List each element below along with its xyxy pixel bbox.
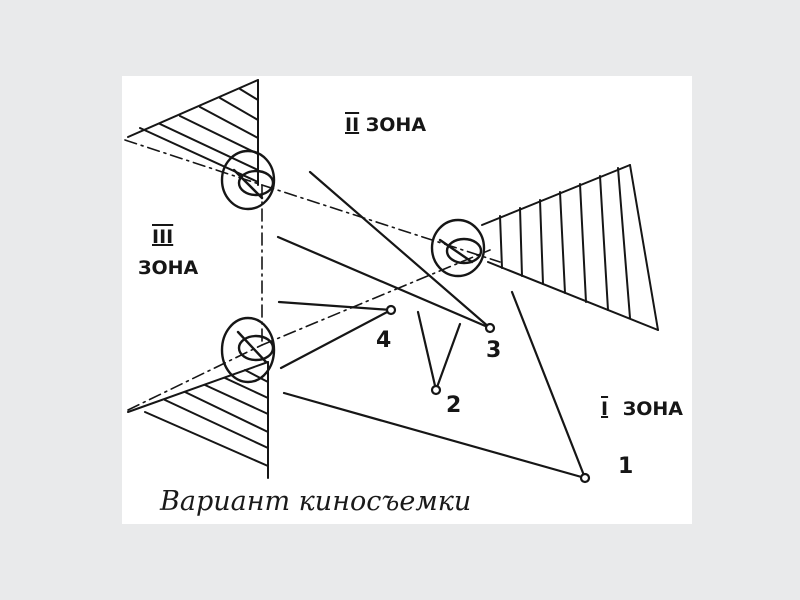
hatched-sector-right [481, 164, 659, 331]
camera-position-4-label: 4 [376, 328, 392, 353]
camera-2-sightlines [416, 310, 462, 396]
hatched-sector-bottom-left [127, 361, 269, 479]
zone-iii-word: ЗОНА [138, 257, 199, 279]
zone-ii-numeral: II [345, 114, 360, 136]
zone-iii-label: III ЗОНА [138, 228, 198, 278]
camera-position-2-label: 2 [446, 393, 462, 418]
camera-1-sightlines [282, 290, 591, 484]
zone-ii-label: II ЗОНА [345, 116, 426, 135]
zone-i-label: I ЗОНА [601, 400, 683, 419]
figure-caption: Вариант киносъемки [160, 486, 472, 517]
zone-iii-numeral: III [152, 226, 174, 248]
zone-i-word: ЗОНА [622, 398, 683, 420]
camera-position-1-label: 1 [618, 454, 634, 479]
camera-4-sightlines [277, 300, 397, 370]
actor-figure-icon [220, 149, 276, 211]
actor-figure-icon [430, 218, 486, 278]
actor-figure-icon [220, 316, 276, 384]
hatched-sector-top-left [127, 79, 259, 186]
camera-position-3-label: 3 [486, 338, 502, 363]
zone-ii-word: ЗОНА [365, 114, 427, 136]
camera-3-sightlines [276, 170, 496, 334]
zone-i-numeral: I [601, 398, 609, 420]
dashdot-axis-lines [124, 139, 501, 411]
